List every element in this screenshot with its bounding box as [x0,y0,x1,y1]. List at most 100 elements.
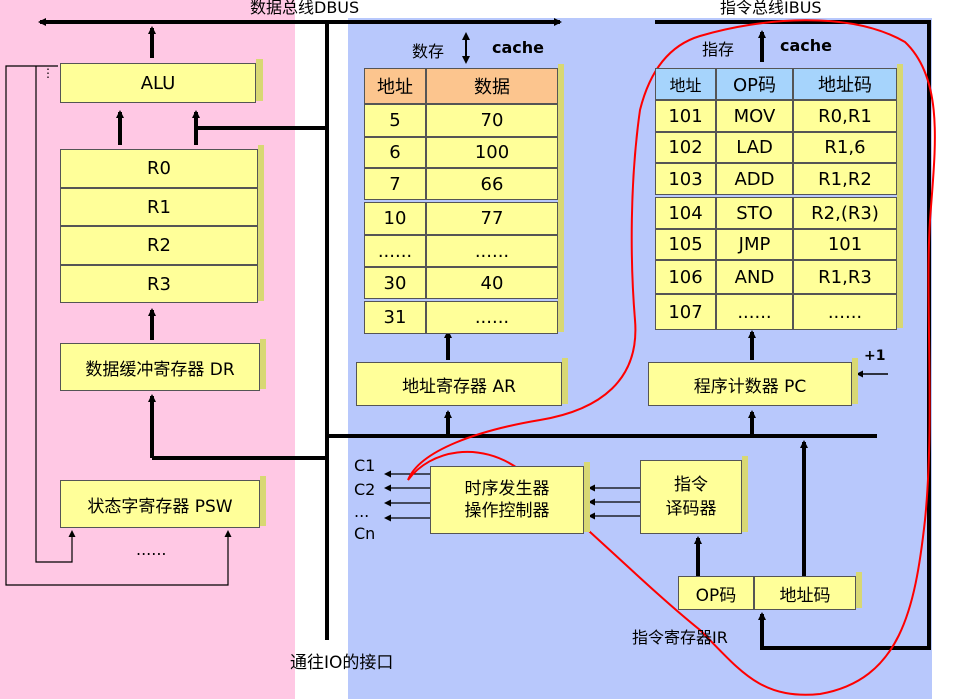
instr-cell-text: 101 [827,234,863,255]
instr-cell-text: 105 [668,234,703,255]
dr-depth [260,339,266,389]
data-cell: 10 [383,208,407,229]
register-r1-label: R1 [147,196,171,218]
ibus-label: 指令总线IBUS [720,0,822,17]
instr-cell-text: STO [736,202,773,224]
instr-cell: 103 [655,163,716,195]
ar-label: 地址寄存器 AR [402,376,516,397]
instr-cell-text: 101 [668,105,703,127]
data-cell: 5 [389,110,401,131]
instr-cell-text: JMP [738,234,771,255]
instr-cell: 106 [655,260,716,294]
status-register-psw: 状态字寄存器 PSW [60,480,260,528]
register-r3-label: R3 [147,273,171,295]
psw-label: 状态字寄存器 PSW [87,496,233,517]
data-cell: 100 [474,142,510,163]
data-header-address: 地址 [364,68,426,104]
data-row-value: 77 [426,202,558,235]
instr-cell: AND [716,260,793,294]
data-row-value: 100 [426,137,558,168]
instr-cell: R1,R2 [793,163,897,195]
data-cell: ...... [377,240,413,262]
psw-depth [260,476,266,526]
instr-cell: ...... [716,294,793,330]
red-annotation-loop [407,19,936,696]
data-row-addr: 31 [364,301,426,334]
data-row-value: ...... [426,301,558,334]
register-r2-label: R2 [147,235,171,256]
data-buffer-register-dr: 数据缓冲寄存器 DR [60,343,260,391]
instr-header-operand: 地址码 [793,68,897,100]
data-cell: 40 [480,272,504,294]
instr-header-address: 地址 [655,68,716,100]
instruction-decoder: 指令 译码器 [640,460,742,534]
instr-cell: R1,6 [793,132,897,163]
data-row-value: 40 [426,267,558,299]
register-file-depth [258,145,264,301]
data-row-addr: ...... [364,235,426,267]
instruction-memory-depth [897,64,903,328]
data-header-data: 数据 [426,68,558,104]
data-row-value: 70 [426,104,558,137]
pc-increment-label: +1 [864,348,886,364]
ar-depth [562,358,568,404]
data-memory-depth [558,64,564,332]
register-r1: R1 [60,188,258,226]
instr-cell: R0,R1 [793,100,897,132]
data-cell: 66 [480,173,504,195]
instr-header-op-label: OP码 [732,75,777,96]
instr-cell: 104 [655,197,716,229]
data-row-value: 66 [426,168,558,200]
data-cell: 70 [480,110,504,131]
dr-label: 数据缓冲寄存器 DR [85,359,235,380]
timing-line-1: 时序发生器 [464,479,550,499]
data-cell: 7 [389,173,401,195]
instr-cell-text: 106 [668,266,703,288]
instr-cell-text: AND [734,266,775,288]
instr-cell: JMP [716,229,793,260]
signal-c1: C1 [354,456,376,475]
register-r0-label: R0 [147,158,171,179]
register-r3: R3 [60,265,258,303]
instr-cell: 107 [655,294,716,330]
data-row-value: ...... [426,235,558,267]
data-cell: ...... [474,307,510,328]
instr-cell-text: R1,R3 [818,266,872,288]
data-cell: 31 [383,307,407,328]
instr-header-op: OP码 [716,68,793,100]
instr-header-address-label: 地址 [669,76,702,95]
signal-ellipsis: ... [354,502,370,521]
instr-cell: 102 [655,132,716,163]
instr-cell-text: ...... [827,301,863,323]
decoder-depth [742,456,748,532]
data-row-addr: 10 [364,202,426,235]
instr-cell: 101 [655,100,716,132]
instr-cell-text: R0,R1 [818,105,872,127]
data-row-addr: 30 [364,267,426,299]
ir-depth [856,572,862,608]
instr-cell: LAD [716,132,793,163]
data-cell: ...... [474,240,510,262]
dbus-label: 数据总线DBUS [250,0,360,17]
alu-dots: ⋮ [42,66,54,80]
data-row-addr: 7 [364,168,426,200]
data-row-addr: 6 [364,137,426,168]
io-interface-label: 通往IO的接口 [290,653,394,673]
timing-line-2: 操作控制器 [464,501,550,521]
signal-c2: C2 [354,480,376,499]
pc-depth [852,358,858,404]
instr-store-label: 指存 [702,40,735,59]
ir-address-field: 地址码 [754,576,856,610]
program-counter-pc: 程序计数器 PC [648,362,852,406]
data-cache-label: cache [492,38,545,57]
instr-cell-text: 104 [668,202,703,224]
ir-address-label: 地址码 [779,585,831,606]
instr-header-operand-label: 地址码 [818,75,872,96]
register-r0: R0 [60,149,258,188]
instr-cell: R2,(R3) [793,197,897,229]
pc-label: 程序计数器 PC [693,376,807,397]
instr-cell-text: R1,R2 [818,168,872,190]
ir-opcode-label: OP码 [695,585,737,606]
timing-generator-controller: 时序发生器 操作控制器 [430,466,584,534]
